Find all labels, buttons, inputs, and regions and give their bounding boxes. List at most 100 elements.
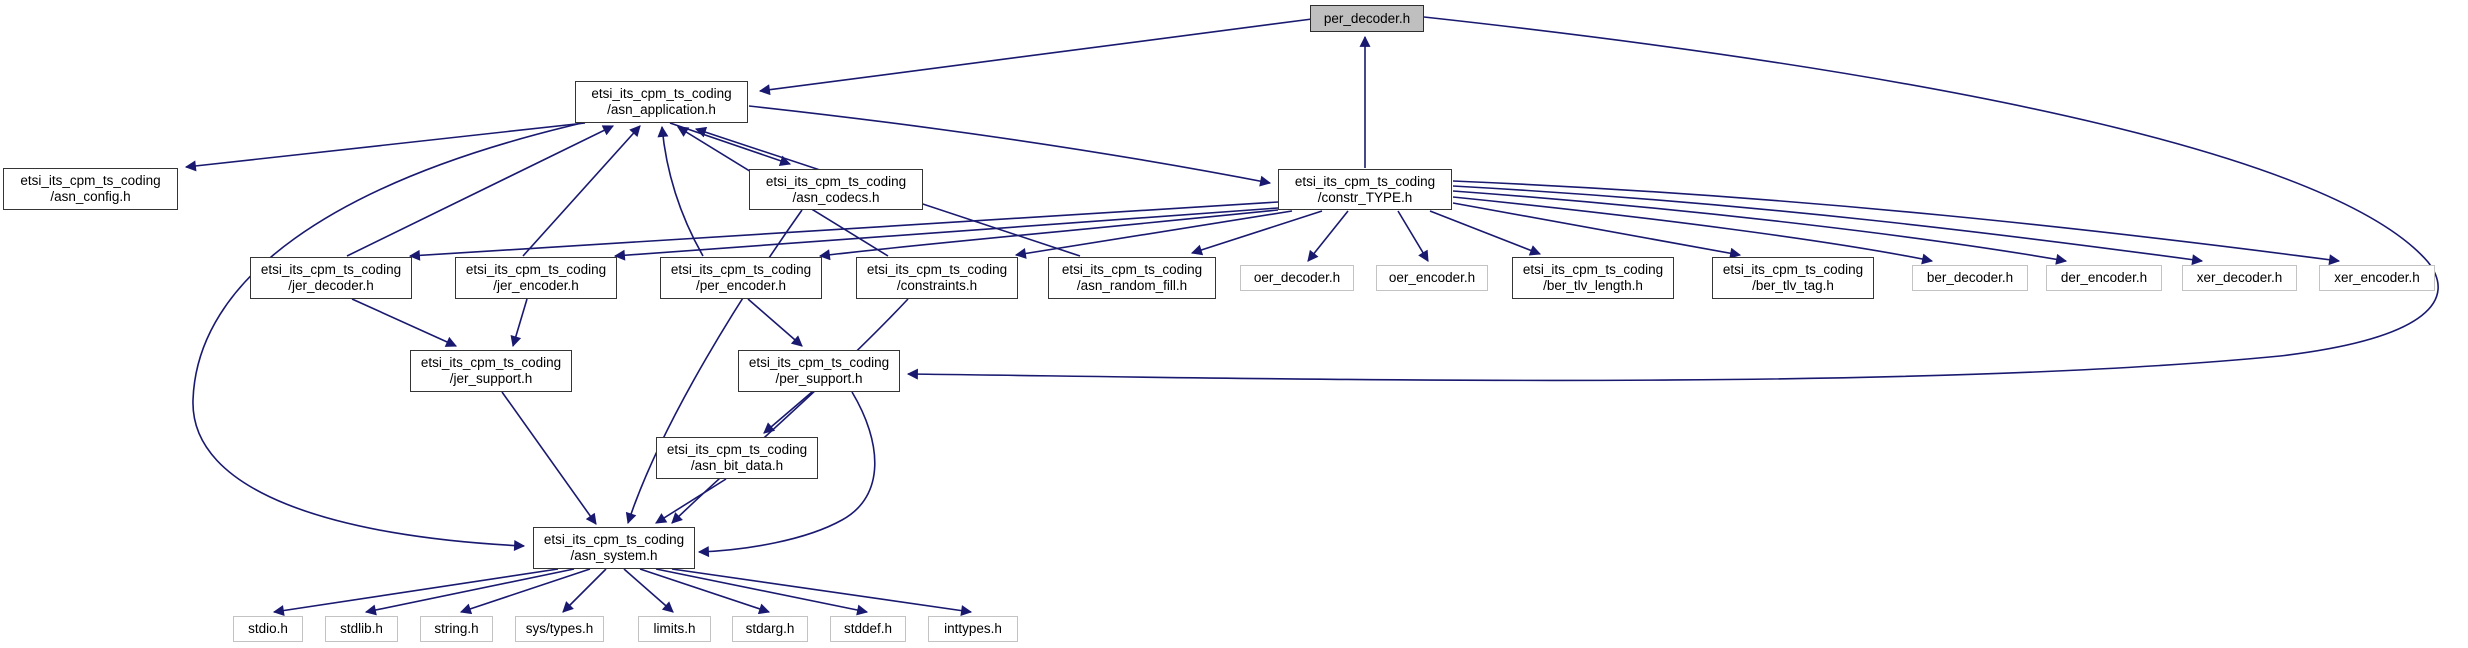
node-oer_encoder: oer_encoder.h: [1376, 265, 1488, 291]
node-ber_tlv_length[interactable]: etsi_its_cpm_ts_coding/ber_tlv_length.h: [1512, 257, 1674, 299]
edge-constr_TYPE-to-jer_decoder: [408, 201, 1279, 261]
node-jer_support[interactable]: etsi_its_cpm_ts_coding/jer_support.h: [410, 350, 572, 392]
node-stddef: stddef.h: [830, 616, 906, 642]
edge-asn_system-to-limits: [623, 568, 674, 613]
edge-per_encoder-to-asn_application: [657, 125, 704, 257]
node-label: /asn_bit_data.h: [690, 458, 784, 473]
node-label: per_decoder.h: [1323, 10, 1411, 26]
edge-constr_TYPE-to-per_encoder: [818, 209, 1279, 261]
edge-per_decoder-to-per_support: [906, 16, 2439, 382]
edge-per_support-to-asn_bit_data: [763, 391, 813, 434]
node-string: string.h: [420, 616, 493, 642]
node-label: etsi_its_cpm_ts_coding: [1061, 262, 1203, 277]
node-der_encoder: der_encoder.h: [2046, 265, 2162, 291]
edge-constr_TYPE-to-ber_tlv_tag: [1452, 202, 1742, 259]
edge-jer_encoder-to-asn_application: [522, 125, 641, 257]
node-label: etsi_its_cpm_ts_coding: [748, 355, 890, 370]
node-label: /constraints.h: [896, 278, 978, 293]
edge-jer_encoder-to-jer_support: [510, 298, 528, 348]
node-stdarg: stdarg.h: [732, 616, 808, 642]
node-label: etsi_its_cpm_ts_coding: [591, 86, 732, 101]
edge-asn_system-to-inttypes: [671, 568, 973, 617]
node-label: etsi_its_cpm_ts_coding: [1522, 262, 1664, 277]
node-limits: limits.h: [638, 616, 711, 642]
edge-asn_application-to-asn_config: [184, 122, 586, 172]
node-label: /asn_codecs.h: [792, 189, 880, 205]
node-label: etsi_its_cpm_ts_coding: [20, 173, 161, 188]
edge-asn_codecs-to-asn_system: [625, 209, 803, 525]
edge-asn_system-to-string: [459, 568, 591, 615]
node-label: xer_encoder.h: [2334, 270, 2420, 285]
node-label: /ber_tlv_length.h: [1543, 278, 1643, 293]
node-label: inttypes.h: [944, 621, 1002, 636]
edge-asn_application-to-asn_system: [192, 122, 583, 552]
node-label: /ber_tlv_tag.h: [1752, 278, 1834, 293]
edge-asn_system-to-stdio: [272, 568, 559, 616]
edge-constr_TYPE-to-constraints: [1014, 210, 1293, 259]
edge-jer_decoder-to-asn_application: [346, 125, 614, 257]
node-label: xer_decoder.h: [2196, 270, 2283, 285]
node-label: /asn_config.h: [50, 189, 131, 204]
node-label: limits.h: [653, 621, 696, 636]
node-per_support[interactable]: etsi_its_cpm_ts_coding/per_support.h: [738, 350, 900, 392]
node-ber_tlv_tag[interactable]: etsi_its_cpm_ts_coding/ber_tlv_tag.h: [1712, 257, 1874, 299]
node-label: /jer_encoder.h: [493, 278, 579, 293]
node-inttypes: inttypes.h: [928, 616, 1018, 642]
edge-constr_TYPE-to-xer_encoder: [1452, 180, 2341, 266]
node-per_encoder[interactable]: etsi_its_cpm_ts_coding/per_encoder.h: [660, 257, 822, 299]
node-jer_decoder[interactable]: etsi_its_cpm_ts_coding/jer_decoder.h: [250, 257, 412, 299]
node-asn_random_fill[interactable]: etsi_its_cpm_ts_coding/asn_random_fill.h: [1048, 257, 1216, 299]
node-oer_decoder: oer_decoder.h: [1240, 265, 1354, 291]
node-sys_types: sys/types.h: [515, 616, 604, 642]
node-label: etsi_its_cpm_ts_coding: [666, 442, 808, 457]
node-label: /asn_random_fill.h: [1076, 278, 1188, 293]
node-xer_decoder: xer_decoder.h: [2182, 265, 2297, 291]
node-label: etsi_its_cpm_ts_coding: [1722, 262, 1864, 277]
edge-jer_support-to-asn_system: [501, 391, 597, 525]
node-label: der_encoder.h: [2060, 270, 2148, 285]
node-asn_system[interactable]: etsi_its_cpm_ts_coding/asn_system.h: [533, 527, 695, 569]
node-label: stdlib.h: [340, 621, 383, 636]
node-label: sys/types.h: [525, 621, 594, 636]
node-label: etsi_its_cpm_ts_coding: [765, 173, 907, 189]
node-constraints[interactable]: etsi_its_cpm_ts_coding/constraints.h: [856, 257, 1018, 299]
node-asn_bit_data[interactable]: etsi_its_cpm_ts_coding/asn_bit_data.h: [656, 437, 818, 479]
edge-constr_TYPE-to-ber_decoder: [1452, 196, 1934, 265]
node-asn_config[interactable]: etsi_its_cpm_ts_coding/asn_config.h: [3, 168, 178, 210]
node-jer_encoder[interactable]: etsi_its_cpm_ts_coding/jer_encoder.h: [455, 257, 617, 299]
edge-constr_TYPE-to-ber_tlv_length: [1429, 210, 1542, 256]
node-asn_codecs[interactable]: etsi_its_cpm_ts_coding/asn_codecs.h: [749, 169, 923, 210]
node-label: etsi_its_cpm_ts_coding: [543, 532, 685, 547]
node-label: /jer_support.h: [449, 371, 533, 386]
node-label: etsi_its_cpm_ts_coding: [465, 262, 607, 277]
node-constr_TYPE[interactable]: etsi_its_cpm_ts_coding/constr_TYPE.h: [1278, 169, 1452, 210]
node-label: /per_support.h: [775, 371, 863, 386]
node-label: string.h: [434, 621, 479, 636]
edge-constr_TYPE-to-oer_encoder: [1397, 210, 1429, 262]
node-stdio: stdio.h: [233, 616, 303, 642]
node-label: ber_decoder.h: [1926, 270, 2014, 285]
node-label: stdarg.h: [745, 621, 795, 636]
node-label: /per_encoder.h: [695, 278, 787, 293]
node-xer_encoder: xer_encoder.h: [2319, 265, 2435, 291]
edge-asn_system-to-stdlib: [364, 568, 575, 616]
node-label: etsi_its_cpm_ts_coding: [1294, 173, 1436, 189]
edge-constr_TYPE-to-oer_decoder: [1307, 210, 1349, 262]
edge-per_support-to-asn_system: [697, 391, 876, 558]
edge-constr_TYPE-to-xer_decoder: [1452, 185, 2204, 266]
node-label: etsi_its_cpm_ts_coding: [420, 355, 562, 370]
node-label: oer_encoder.h: [1388, 270, 1476, 285]
edge-asn_system-to-stdarg: [639, 568, 771, 615]
edge-asn_application-to-asn_codecs: [669, 122, 792, 167]
edge-asn_application-to-constr_TYPE: [748, 105, 1272, 187]
edge-constr_TYPE-to-jer_encoder: [613, 207, 1279, 261]
node-label: stdio.h: [248, 621, 288, 636]
edge-constr_TYPE-to-asn_random_fill: [1190, 210, 1323, 256]
edge-asn_system-to-stddef: [655, 568, 869, 616]
node-asn_application[interactable]: etsi_its_cpm_ts_coding/asn_application.h: [575, 81, 748, 123]
node-label: etsi_its_cpm_ts_coding: [670, 262, 812, 277]
edge-asn_system-to-sys_types: [562, 568, 607, 613]
node-label: /jer_decoder.h: [288, 278, 374, 293]
